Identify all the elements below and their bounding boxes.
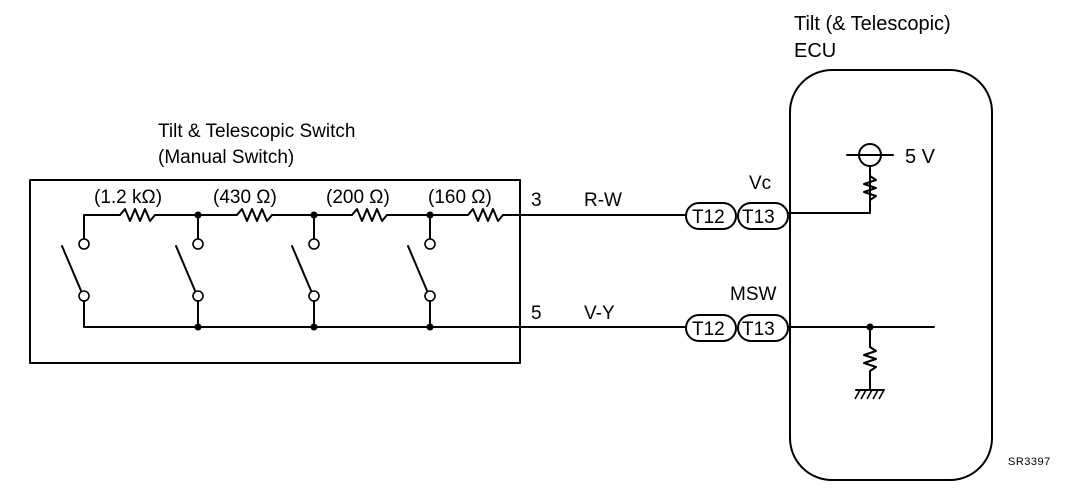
connector-t12-lower: T12 xyxy=(685,314,737,342)
connector-t13-lower: T13 xyxy=(737,314,789,342)
connector-t13-upper-label: T13 xyxy=(742,207,775,228)
msw-label: MSW xyxy=(730,284,777,305)
diagram-code: SR3397 xyxy=(1008,456,1051,468)
msw-pulldown-circuit xyxy=(787,323,935,391)
connector-t13-upper: T13 xyxy=(737,202,789,230)
switch-3 xyxy=(291,214,320,328)
ecu-title-line2: ECU xyxy=(794,40,836,62)
switch-title-line2: (Manual Switch) xyxy=(158,147,294,168)
vc-label: Vc xyxy=(749,173,771,194)
ground-symbol xyxy=(854,389,885,400)
pin-5-label: 5 xyxy=(531,303,542,324)
wire-r-w: 3 R-W xyxy=(519,190,687,216)
connector-t12-lower-label: T12 xyxy=(692,319,725,340)
resistor-label-4: (160 Ω) xyxy=(428,187,492,208)
pin-3-label: 3 xyxy=(531,190,542,211)
switch-2 xyxy=(175,238,204,328)
ecu-box xyxy=(789,69,993,481)
ecu-title-line1: Tilt (& Telescopic) xyxy=(794,13,951,35)
wire-color-v-y: V-Y xyxy=(584,303,615,324)
resistor-label-1: (1.2 kΩ) xyxy=(94,187,162,208)
connector-t12-upper: T12 xyxy=(685,202,737,230)
connector-t13-lower-label: T13 xyxy=(742,319,775,340)
vc-pullup-circuit xyxy=(787,143,894,214)
switch-title-line1: Tilt & Telescopic Switch xyxy=(158,121,355,142)
switch-box xyxy=(29,179,521,364)
resistor-label-3: (200 Ω) xyxy=(326,187,390,208)
connector-t12-upper-label: T12 xyxy=(692,207,725,228)
wire-color-r-w: R-W xyxy=(584,190,622,211)
wire-v-y: 5 V-Y xyxy=(519,303,687,328)
switch-1 xyxy=(61,214,199,328)
top-ladder-wire xyxy=(83,208,521,239)
resistor-label-2: (430 Ω) xyxy=(213,187,277,208)
supply-voltage-label: 5 V xyxy=(905,146,936,168)
switch-4 xyxy=(407,214,436,328)
